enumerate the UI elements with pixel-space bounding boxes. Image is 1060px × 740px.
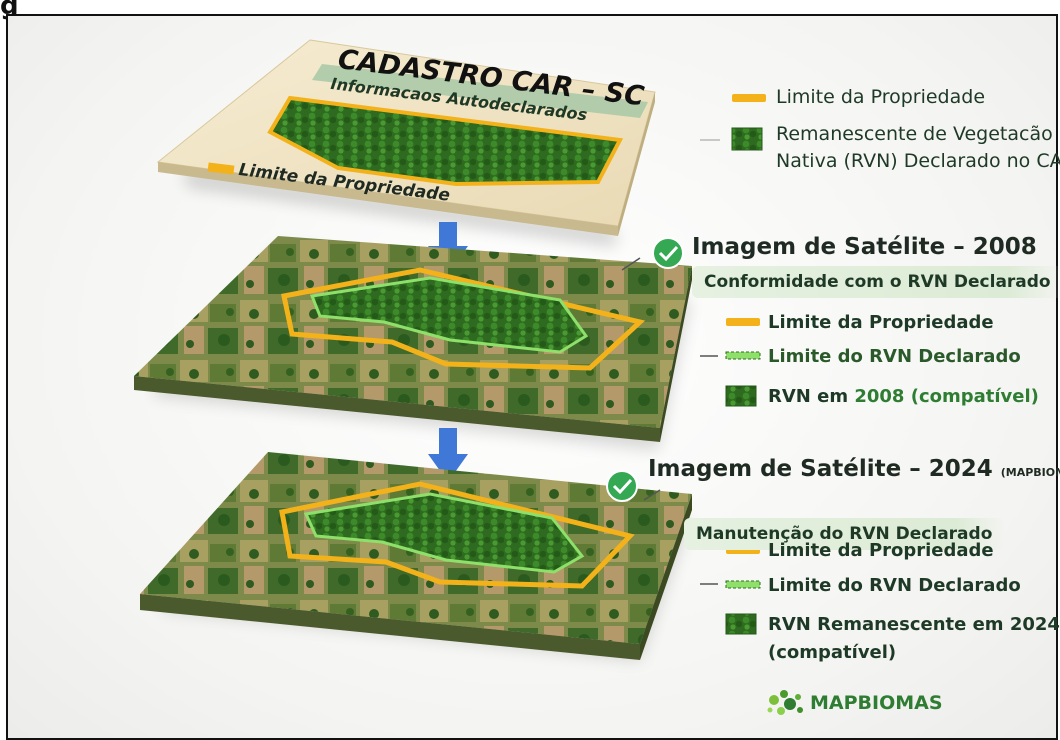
check-icon-2008 — [652, 237, 684, 269]
legend-2024-property-limit: Limite da Propriedade — [768, 540, 994, 561]
legend-2008-swatches — [700, 318, 761, 407]
title-2008: Imagem de Satélite – 2008 — [692, 234, 1037, 260]
swatch-rvn-limit — [725, 351, 761, 360]
legend-2008-rvn-limit: Limite do RVN Declarado — [768, 346, 1021, 367]
swatch-rvn-texture — [731, 127, 763, 151]
property-limit-2008 — [281, 267, 646, 371]
banner-2024: Manutenção do RVN Declarado — [684, 518, 1005, 550]
legend-2008-rvn: RVN em 2008 (compatível) — [768, 386, 1039, 407]
legend-2024-rvn-line1: RVN Remanescente em 2024 — [768, 614, 1060, 635]
check-icon-2024 — [606, 470, 638, 502]
leader-2024 — [643, 489, 661, 501]
legend-2024-rvn-limit: Limite do RVN Declarado — [768, 575, 1021, 596]
satellite-layer-2024 — [140, 452, 692, 660]
swatch-property-limit — [732, 94, 766, 102]
rvn-2008 — [309, 276, 589, 354]
mapbiomas-logo-icon — [767, 690, 803, 715]
title-2024-main: Imagem de Satélite – 2024 — [648, 456, 993, 482]
rvn-2024 — [303, 492, 585, 574]
property-limit-2024 — [279, 481, 635, 589]
legend-2024-swatches — [700, 546, 761, 635]
legend-car-item-rvn-line1: Remanescente de Vegetacão — [776, 123, 1053, 145]
legend-car-swatches — [700, 94, 766, 151]
title-2024: Imagem de Satélite – 2024 (MAPBIOMAS) — [648, 456, 1060, 482]
banner-2008: Conformidade com o RVN Declarado — [692, 266, 1060, 298]
down-arrow-2 — [428, 428, 468, 482]
mapbiomas-brand: MAPBIOMAS — [810, 692, 943, 714]
swatch-rvn — [725, 385, 757, 407]
swatch-rvn-limit — [725, 580, 761, 589]
legend-2024-rvn-line2: (compatível) — [768, 642, 897, 663]
satellite-layer-2008 — [134, 236, 692, 450]
legend-2008-rvn-highlight: 2008 (compatível) — [854, 386, 1039, 407]
title-2024-suffix: (MAPBIOMAS) — [1000, 466, 1060, 479]
swatch-property-limit — [726, 318, 760, 326]
swatch-rvn — [725, 613, 757, 635]
car-card — [156, 39, 656, 246]
legend-2008-rvn-prefix: RVN em — [768, 386, 855, 407]
legend-car-item-property-limit: Limite da Propriedade — [776, 86, 986, 108]
legend-2008-property-limit: Limite da Propriedade — [768, 312, 994, 333]
leader-2008 — [621, 257, 641, 271]
legend-car-item-rvn-line2: Nativa (RVN) Declarado no CAR — [776, 150, 1060, 172]
